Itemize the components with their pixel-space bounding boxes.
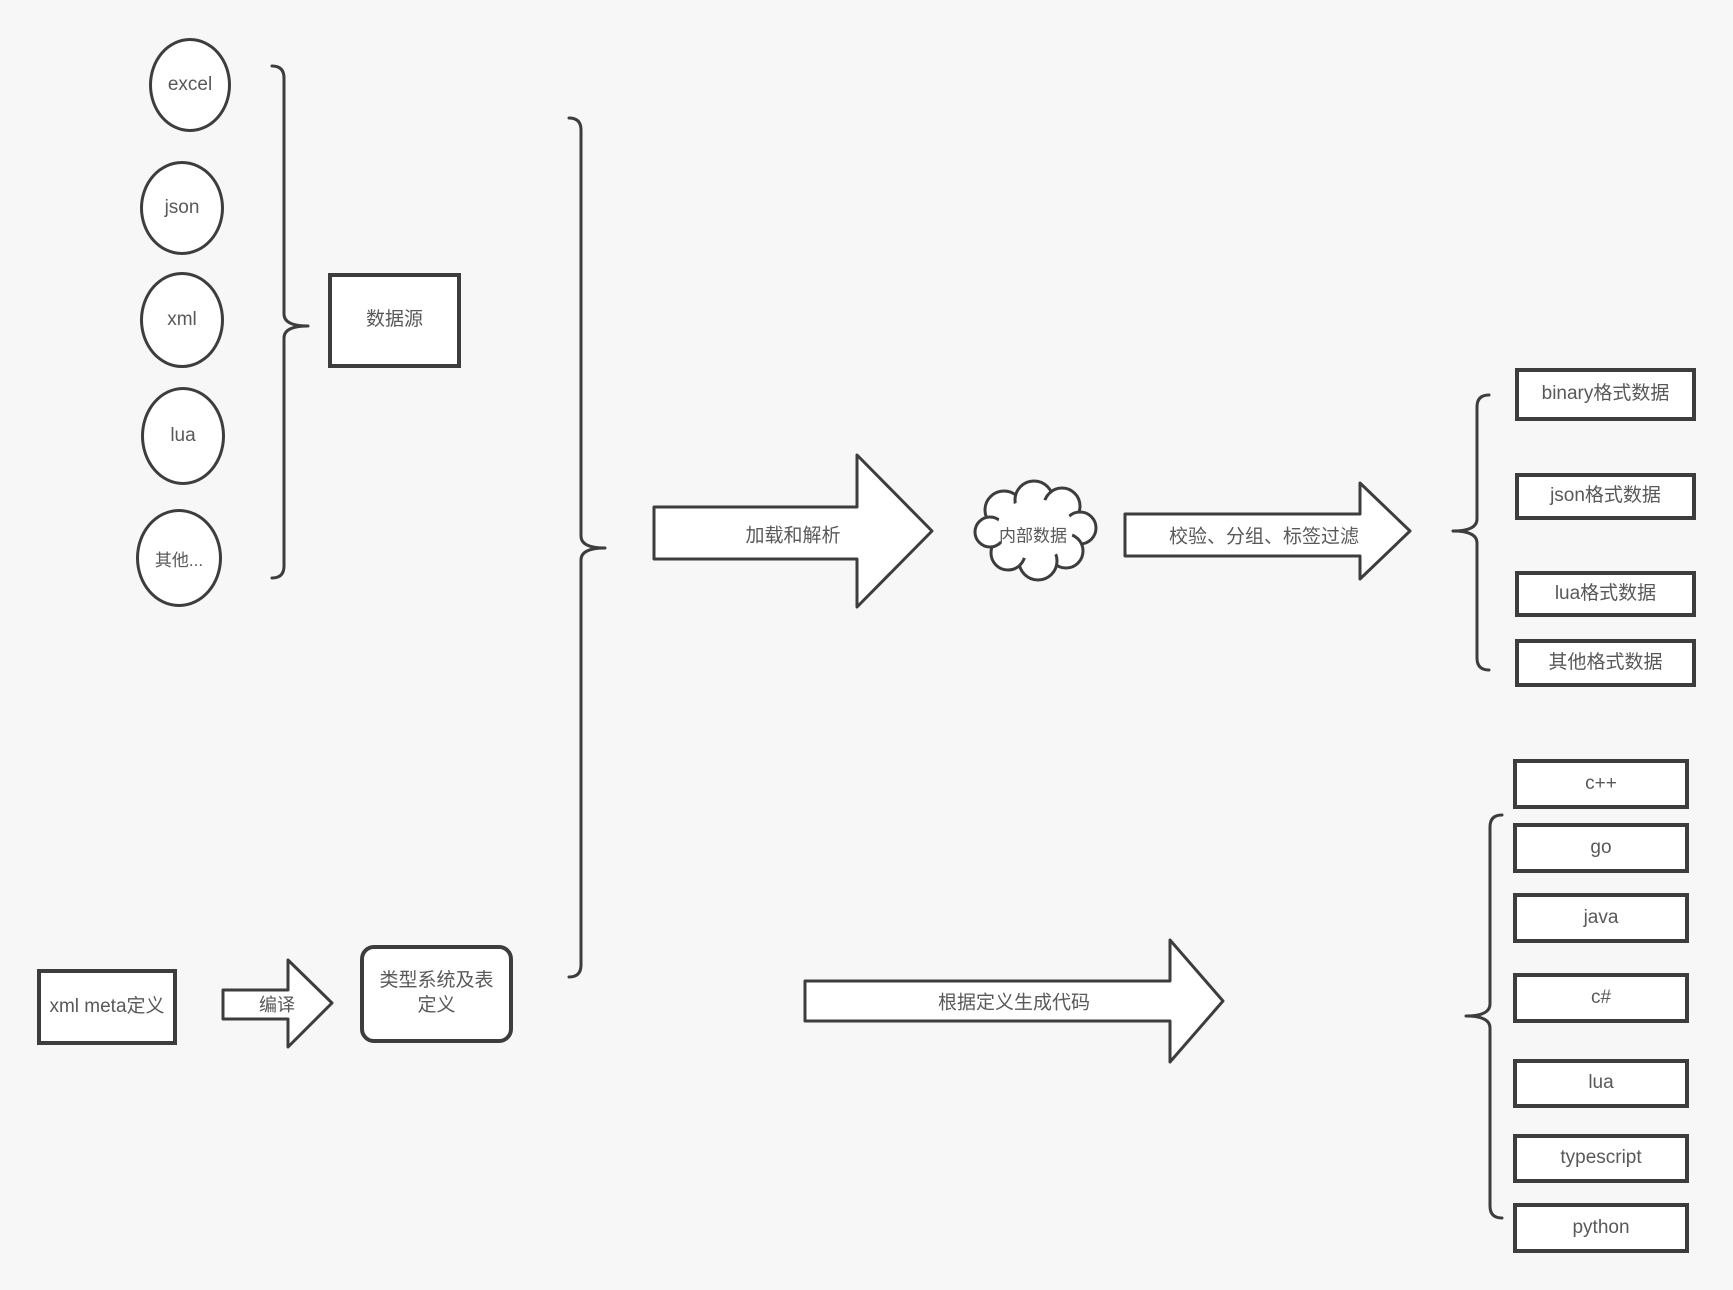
data-source-box: 数据源: [328, 273, 461, 368]
xml-meta-label: xml meta定义: [49, 995, 165, 1017]
type-system-label: 类型系统及表定义: [379, 970, 494, 1016]
arrow-generate-code-label: 根据定义生成代码: [937, 992, 1091, 1014]
arrow-compile: [221, 958, 334, 1049]
cloud-internal-data: [973, 479, 1098, 582]
arrow-load-parse: [652, 453, 934, 609]
brace-main: [567, 116, 607, 979]
source-ellipse-other: 其他...: [136, 509, 222, 607]
source-ellipse-excel: excel: [149, 38, 231, 132]
language-box-lua: lua: [1513, 1059, 1689, 1108]
source-ellipse-xml: xml: [140, 272, 224, 368]
language-box-csharp: c#: [1513, 973, 1689, 1023]
brace-languages: [1464, 813, 1504, 1220]
arrow-load-parse-label: 加载和解析: [745, 525, 841, 547]
arrow-filter-label: 校验、分组、标签过滤: [1168, 526, 1360, 548]
format-box-json: json格式数据: [1515, 473, 1696, 520]
language-box-java: java: [1513, 893, 1689, 943]
source-ellipse-lua: lua: [141, 387, 225, 485]
brace-format-outputs: [1451, 393, 1491, 672]
format-box-binary: binary格式数据: [1515, 368, 1696, 421]
source-ellipse-json: json: [140, 161, 224, 255]
type-system-box: 类型系统及表定义: [360, 945, 513, 1043]
arrow-generate-code: [803, 938, 1225, 1064]
arrow-filter: [1123, 481, 1412, 581]
language-box-cpp: c++: [1513, 759, 1689, 809]
xml-meta-box: xml meta定义: [37, 969, 177, 1045]
format-box-lua: lua格式数据: [1515, 571, 1696, 617]
brace-data-sources: [270, 64, 310, 580]
language-box-go: go: [1513, 823, 1689, 873]
cloud-internal-data-label: 内部数据: [999, 526, 1067, 546]
language-box-python: python: [1513, 1203, 1689, 1253]
format-box-other: 其他格式数据: [1515, 639, 1696, 687]
arrow-compile-label: 编译: [259, 995, 295, 1015]
language-box-typescript: typescript: [1513, 1134, 1689, 1183]
